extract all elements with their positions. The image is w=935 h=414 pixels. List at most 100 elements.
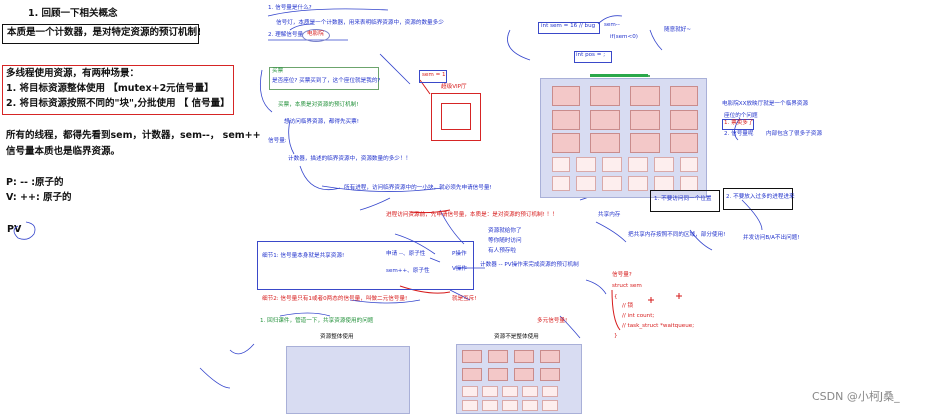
note-want-access: 想访问临界资源，都得先买票!: [284, 119, 359, 125]
note-n2: 2. 信号量呢: [724, 131, 754, 137]
buy-ticket-box: [269, 67, 379, 90]
code-box-1: [538, 22, 600, 34]
scenarios-title: 多线程使用资源，有两种场景：: [6, 68, 140, 79]
seat-cell: [630, 86, 660, 106]
seat-cell: [670, 110, 698, 130]
screen-bar: [590, 74, 648, 77]
note-struct-q: 信号量?: [612, 272, 632, 278]
detail1-box: [257, 241, 474, 290]
note-multi-sem: 多元信号量!: [537, 318, 568, 324]
block-cell: [488, 368, 508, 381]
n1-box: [722, 119, 754, 130]
seat-cell: [630, 110, 660, 130]
no-excess-box: [723, 188, 793, 210]
note-is-lock: 就是互斥!: [452, 296, 477, 302]
seat-cell: [628, 176, 648, 191]
seat-cell: [552, 86, 580, 106]
note-all-threads: 所有进程，访问临界资源中的一小块，就必须先申请信号量!: [344, 185, 492, 191]
essence-box: [2, 24, 199, 44]
section-heading: 1. 回顾一下相关概念: [28, 8, 118, 19]
seat-cell: [590, 86, 620, 106]
note-recall: 1. 回归课件，管道一下，共享资源使用的问题: [260, 318, 374, 324]
sem-eq-box: [419, 70, 447, 83]
seat-cell: [654, 176, 674, 191]
note-buy-ticket: 买票: [272, 68, 284, 74]
block-cell: [462, 386, 478, 397]
code-box-2: [574, 51, 612, 63]
seat-cell: [670, 133, 698, 153]
note-cinema-xx: 电影院XX放映厅就是一个临界资源: [722, 101, 808, 107]
block-cell: [522, 386, 538, 397]
paragraph-1: 所有的线程，都得先看到sem，计数器，sem--， sem++: [6, 130, 261, 141]
note-resource-given: 资源就给你了: [488, 228, 522, 234]
note-diff-access: 并发访问B/A不出问题!: [743, 235, 800, 241]
code-lock: // 锁: [622, 303, 634, 309]
block-cell: [462, 350, 482, 363]
note-before-access: 进程访问资源前，先申请信号量，本质是：是对资源的预订机制! ！！: [386, 212, 558, 218]
block-cell: [540, 368, 560, 381]
note-cinema-need: 座位的个问题: [724, 113, 758, 119]
seat-cell: [670, 86, 698, 106]
note-wait-access: 等你随时访问: [488, 238, 522, 244]
code-brace-open: {: [614, 294, 618, 300]
note-sem-q: 信号量:: [268, 138, 287, 144]
seat-cell: [630, 133, 660, 153]
note-q1: 1. 信号量是什么?: [268, 5, 312, 11]
seat-cell: [552, 133, 580, 153]
scenario-2: 2. 将目标资源按照不同的"块",分批使用 【 信号量】: [6, 98, 230, 109]
seat-cell: [602, 157, 622, 172]
block-cell: [514, 350, 534, 363]
seat-cell: [654, 157, 674, 172]
block-cell: [482, 400, 498, 411]
note-counter: 计数器，描述的临界资源中，资源数量的多少！！: [288, 156, 412, 162]
note-sem-eq: sem = 1: [422, 72, 446, 78]
note-shared-mem: 共享内存: [598, 212, 621, 218]
note-someone-in: 有人预存啦: [488, 248, 516, 254]
note-access-same: 1. 不要访问同一个位置: [654, 196, 712, 202]
block-cell: [522, 400, 538, 411]
block-cell: [514, 368, 534, 381]
note-detail1: 细节1: 信号量本身就是共享资源!: [262, 253, 345, 259]
seat-cell: [576, 157, 596, 172]
code-count: // int count;: [622, 313, 655, 319]
seat-cell: [590, 110, 620, 130]
seat-cell: [680, 157, 698, 172]
nonwhole-res-label: 资源不是整体使用: [494, 334, 539, 340]
note-inside: 内部包含了很多子资源: [766, 131, 822, 137]
seat-cell: [552, 176, 570, 191]
seat-cell: [680, 176, 698, 191]
code-brace-close: }: [614, 333, 618, 339]
watermark: CSDN @小柯J桑_: [812, 390, 900, 403]
seat-cell: [552, 110, 580, 130]
code-queue: // task_struct *waitqueue;: [622, 323, 695, 329]
essence-text: 本质是一个计数器，是对特定资源的预订机制!: [7, 27, 202, 38]
block-cell: [488, 350, 508, 363]
block-cell: [502, 400, 518, 411]
note-apply: 申请 --、原子性: [386, 251, 426, 257]
block-cell: [482, 386, 498, 397]
block-cell: [462, 368, 482, 381]
note-is-seat: 是否座位? 买票买到了，这个座位就是我的?: [272, 78, 381, 84]
access-same-box: [650, 190, 720, 212]
note-pv-complete: 计数器 -- PV操作来完成资源的预订机制: [480, 262, 579, 268]
seat-cell: [590, 133, 620, 153]
block-cell: [502, 386, 518, 397]
seat-cell: [602, 176, 622, 191]
v-operation: V: ++: 原子的: [6, 192, 72, 203]
seat-cell: [552, 157, 570, 172]
note-movie: 电影院: [307, 31, 324, 37]
code-if: if(sem<0): [610, 34, 638, 40]
code-int-pos: int pos = ;: [576, 52, 606, 58]
note-check: 随意就好~: [664, 27, 692, 33]
note-q2: 2. 理解信号量: [268, 32, 304, 38]
note-buy-essence: 买票，本质是对资源的预订机制!: [278, 102, 359, 108]
vip-inner: [441, 103, 471, 130]
note-n1: 1. 票卖多了: [724, 120, 754, 126]
note-v-op: V操作: [452, 266, 468, 272]
whole-res-panel: [286, 346, 410, 414]
note-detail2: 细节2: 信号量只有1或者0两态的信号量，叫做二元信号量!: [262, 296, 408, 302]
note-q1-answer: 信号灯，本质是一个计数器，用来表明临界资源中，资源的数量多少: [276, 20, 444, 26]
block-cell: [540, 350, 560, 363]
note-no-excess: 2. 不要放入过多的进程进来: [726, 194, 795, 200]
note-p-op: P操作: [452, 251, 467, 257]
